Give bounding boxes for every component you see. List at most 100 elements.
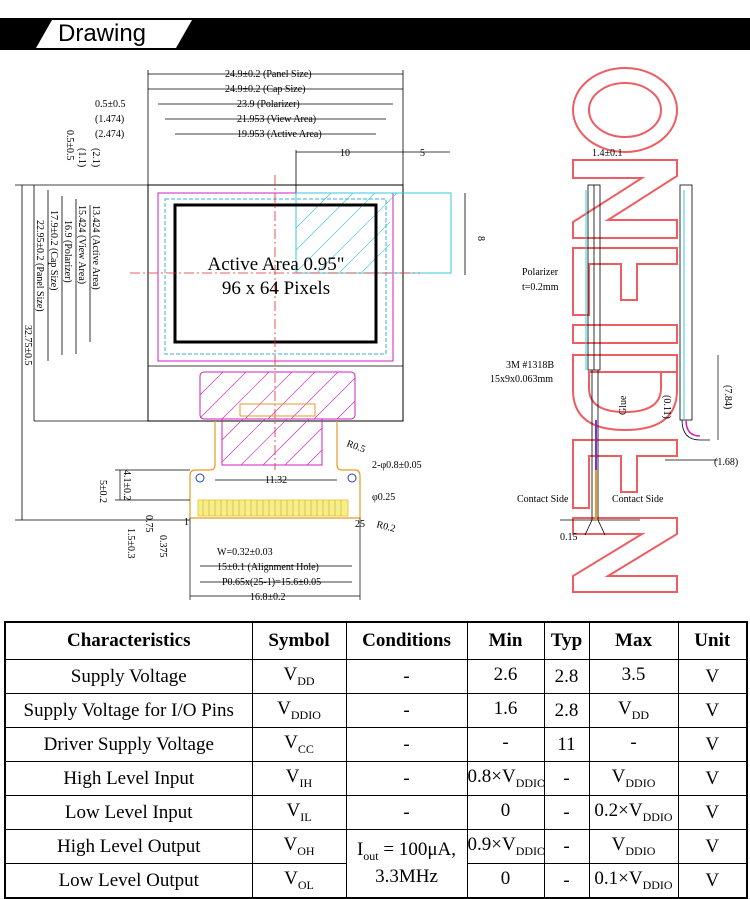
- characteristics-table: Characteristics Symbol Conditions Min Ty…: [4, 621, 748, 899]
- dim-015: 0.15: [560, 532, 578, 543]
- cell-max: 0.2×VDDIO: [588, 795, 679, 830]
- header-tab: [36, 20, 192, 48]
- cell-min: -: [466, 727, 545, 762]
- cell-max: 0.1×VDDIO: [588, 863, 679, 899]
- dim-2474: (2.474): [95, 129, 124, 140]
- pin-1: 1: [184, 517, 189, 528]
- cell-condition: -: [345, 659, 468, 694]
- table-row: Driver Supply Voltage VCC - - 11 - V: [4, 727, 748, 762]
- cell-min: 0.9×VDDIO: [466, 829, 545, 864]
- cell-min: 0: [466, 863, 545, 899]
- header-conditions: Conditions: [345, 621, 468, 660]
- cell-symbol: VIL: [251, 795, 347, 830]
- cell-typ: -: [543, 761, 590, 796]
- cell-condition: -: [345, 761, 468, 796]
- dim-1132: 11.32: [265, 475, 287, 486]
- cell-unit: V: [677, 761, 748, 796]
- dim-5: 5: [420, 148, 425, 159]
- cell-characteristic: Supply Voltage: [4, 659, 253, 694]
- cell-typ: 2.8: [543, 693, 590, 728]
- table-header-row: Characteristics Symbol Conditions Min Ty…: [4, 621, 748, 660]
- cell-max: VDD: [588, 693, 679, 728]
- cell-typ: -: [543, 795, 590, 830]
- cell-characteristic: High Level Input: [4, 761, 253, 796]
- table-row: Supply Voltage for I/O Pins VDDIO - 1.6 …: [4, 693, 748, 728]
- table-row: Supply Voltage VDD - 2.6 2.8 3.5 V: [4, 659, 748, 694]
- cell-condition: -: [345, 727, 468, 762]
- tape-label: 3M #1318B: [506, 360, 554, 371]
- dim-holes: 2-φ0.8±0.05: [372, 460, 422, 471]
- header-characteristics: Characteristics: [4, 621, 253, 660]
- dim-784: (7.84): [722, 385, 733, 409]
- header-unit: Unit: [677, 621, 748, 660]
- dim-10: 10: [340, 148, 350, 159]
- cell-max: VDDIO: [588, 761, 679, 796]
- cell-max: VDDIO: [588, 829, 679, 864]
- dim-011: (0.11): [661, 395, 672, 419]
- cell-min: 2.6: [466, 659, 545, 694]
- cell-symbol: VOH: [251, 829, 347, 864]
- dim-polarizer: 23.9 (Polarizer): [237, 99, 300, 110]
- header-max: Max: [588, 621, 679, 660]
- cell-max: -: [588, 727, 679, 762]
- polarizer-label: Polarizer: [522, 267, 559, 278]
- cell-unit: V: [677, 863, 748, 899]
- dim-left-view: 15.424 (View Area): [76, 205, 87, 284]
- dim-0375: 0.375: [157, 535, 168, 558]
- dim-left-cap: 17.9±0.2 (Cap Size): [48, 210, 59, 290]
- cell-min: 0.8×VDDIO: [466, 761, 545, 796]
- glue-label: Glue: [618, 395, 629, 415]
- dim-left-panel: 22.95±0.2 (Panel Size): [34, 220, 45, 312]
- cell-symbol: VIH: [251, 761, 347, 796]
- contact-side-right: Contact Side: [612, 494, 664, 505]
- polarizer-thickness: t=0.2mm: [522, 282, 559, 293]
- cell-typ: -: [543, 829, 590, 864]
- header-symbol: Symbol: [251, 621, 347, 660]
- dim-left-polarizer: 16.9 (Polarizer): [62, 220, 73, 283]
- dim-panel-size: 24.9±0.2 (Panel Size): [225, 69, 312, 80]
- dim-41: 4.1±0.2: [121, 470, 132, 501]
- cell-unit: V: [677, 727, 748, 762]
- technical-drawing: 24.9±0.2 (Panel Size) 24.9±0.2 (Cap Size…: [15, 67, 738, 603]
- table-row: High Level Output VOH Iout = 100μA, 3.3M…: [4, 829, 748, 899]
- active-area-label: Active Area 0.95": [207, 254, 344, 275]
- cell-max: 3.5: [588, 659, 679, 694]
- dim-05: 0.5±0.5: [95, 99, 126, 110]
- dim-view-area: 21.953 (View Area): [237, 114, 316, 125]
- table-row: High Level Input VIH - 0.8×VDDIO - VDDIO…: [4, 761, 748, 796]
- cell-symbol: VOL: [251, 863, 347, 899]
- cell-typ: -: [543, 863, 590, 899]
- oneiden-watermark: [572, 67, 678, 593]
- dim-14: 1.4±0.1: [592, 148, 623, 159]
- cell-characteristic: Supply Voltage for I/O Pins: [4, 693, 253, 728]
- cell-unit: V: [677, 693, 748, 728]
- tape-size: 15x9x0.063mm: [490, 374, 553, 385]
- cell-symbol: VCC: [251, 727, 347, 762]
- cell-min: 1.6: [466, 693, 545, 728]
- dim-phi025: φ0.25: [372, 492, 395, 503]
- cell-unit: V: [677, 829, 748, 864]
- pin-25: 25: [355, 519, 365, 530]
- dim-168: 16.8±0.2: [250, 592, 286, 603]
- dim-8: 8: [475, 236, 486, 241]
- cell-characteristic: Low Level Output: [4, 863, 253, 899]
- dim-075: 0.75: [143, 515, 154, 533]
- cell-condition: -: [345, 693, 468, 728]
- dim-left-05: 0.5±0.5: [64, 130, 75, 161]
- dim-cap-size: 24.9±0.2 (Cap Size): [225, 84, 305, 95]
- dim-r02: R0.2: [375, 519, 396, 535]
- dim-168-side: (1.68): [714, 457, 738, 468]
- pixels-label: 96 x 64 Pixels: [222, 278, 330, 299]
- cell-characteristic: High Level Output: [4, 829, 253, 864]
- dim-5: 5±0.2: [97, 480, 108, 503]
- dim-pitch: P0.65x(25-1)=15.6±0.05: [222, 577, 321, 588]
- cell-typ: 2.8: [543, 659, 590, 694]
- cell-condition-merged: Iout = 100μA, 3.3MHz: [345, 829, 468, 899]
- dim-left-active: 13.424 (Active Area): [90, 205, 101, 290]
- cell-symbol: VDDIO: [251, 693, 347, 728]
- table-row: Low Level Input VIL - 0 - 0.2×VDDIO V: [4, 795, 748, 830]
- cell-condition: -: [345, 795, 468, 830]
- header-typ: Typ: [543, 621, 590, 660]
- cell-characteristic: Low Level Input: [4, 795, 253, 830]
- dim-w: W=0.32±0.03: [217, 547, 273, 558]
